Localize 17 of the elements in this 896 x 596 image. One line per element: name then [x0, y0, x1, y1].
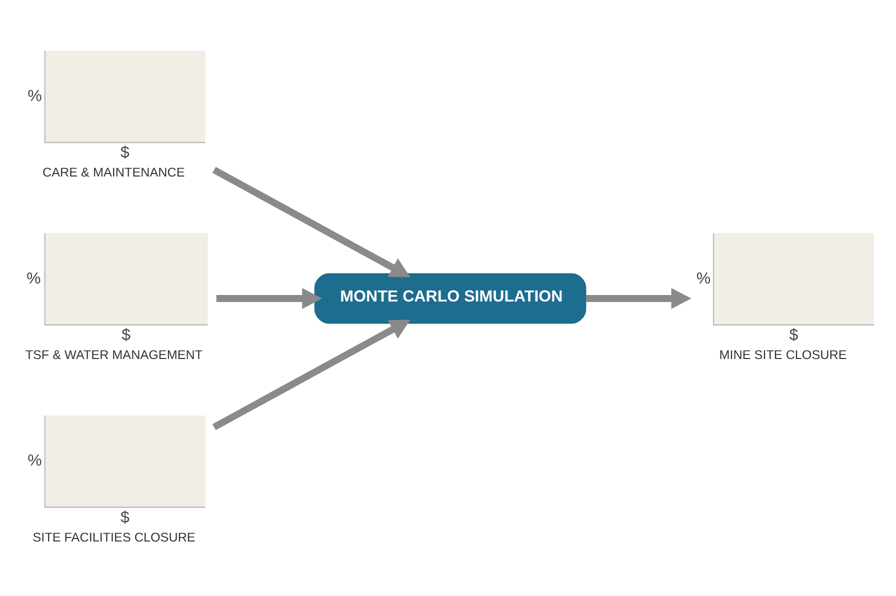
arrow: [212, 166, 410, 277]
node-box: MONTE CARLO SIMULATION: [314, 272, 586, 324]
node-label: TSF & WATER MANAGEMENT: [25, 348, 203, 362]
node-label: MINE SITE CLOSURE: [719, 348, 847, 362]
node-label: $: [122, 326, 131, 344]
node-label: %: [28, 86, 42, 104]
node-label: $: [789, 326, 798, 344]
arrow: [586, 288, 692, 308]
node-label: $: [120, 508, 130, 526]
node-label: %: [696, 268, 711, 287]
node-label: %: [26, 268, 41, 287]
arrow: [216, 288, 322, 308]
node-label: $: [120, 143, 130, 162]
node-label: %: [28, 451, 42, 470]
node-label: CARE & MAINTENANCE: [42, 165, 185, 180]
arrow: [212, 319, 410, 430]
node-label: SITE FACILITIES CLOSURE: [32, 530, 196, 544]
